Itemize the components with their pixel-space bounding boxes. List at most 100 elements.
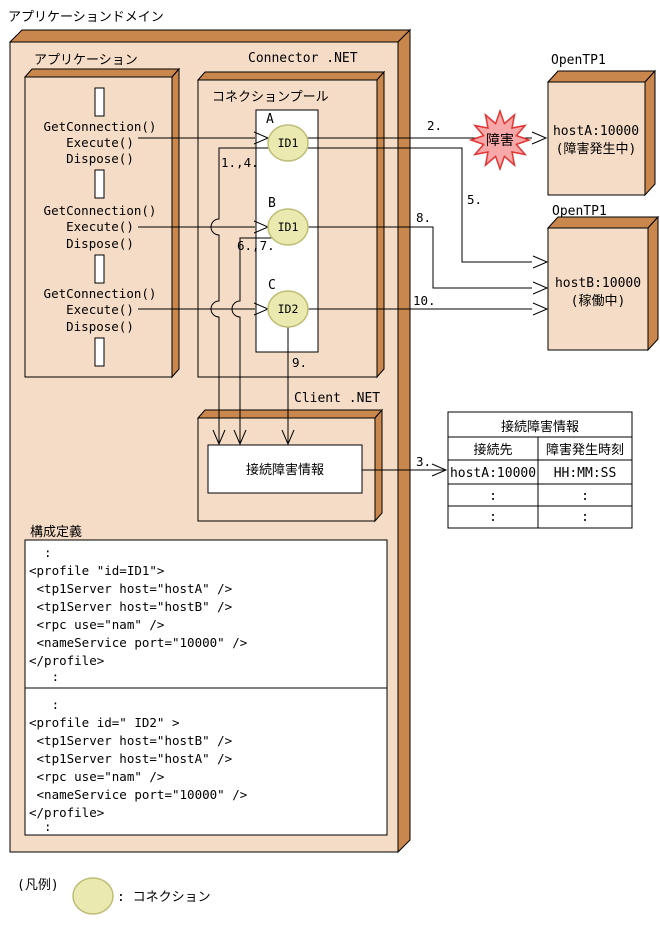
svg-text::: : bbox=[29, 819, 52, 834]
col-failure-time: 障害発生時刻 bbox=[546, 442, 624, 458]
arrowhead-hostb-mid bbox=[532, 281, 549, 295]
opentp1-hosta-box: OpenTP1 hostA:10000 (障害発生中) bbox=[546, 53, 657, 197]
failure-info-box: 接続障害情報 bbox=[207, 444, 363, 494]
svg-text:<tp1Server host="hostB" />: <tp1Server host="hostB" /> bbox=[29, 599, 232, 614]
svg-text:<profile "id=ID1">: <profile "id=ID1"> bbox=[29, 563, 164, 578]
cell-ellipsis: : bbox=[489, 510, 497, 525]
flow-bar bbox=[94, 254, 105, 284]
svg-text:<nameService port="10000" />: <nameService port="10000" /> bbox=[29, 635, 247, 650]
arrowhead-into-hosta bbox=[531, 131, 548, 145]
call-dispose-3: Dispose() bbox=[66, 319, 134, 334]
config-definition: 構成定義 : <profile "id=ID1"> <tp1Server hos… bbox=[24, 524, 388, 836]
step-labels: 1.,4. 6.,7. 9. 2. 5. 8. 10. 3. bbox=[221, 118, 482, 469]
svg-text:<nameService port="10000" />: <nameService port="10000" /> bbox=[29, 787, 247, 802]
hostb-status: (稼働中) bbox=[571, 294, 626, 309]
cell-ellipsis: : bbox=[581, 510, 589, 525]
hosta-status: (障害発生中) bbox=[556, 141, 637, 157]
call-dispose-1: Dispose() bbox=[66, 151, 134, 166]
config-profile2: : <profile id=" ID2" > <tp1Server host="… bbox=[29, 697, 247, 834]
burst-label: 障害 bbox=[486, 133, 514, 149]
line-a-to-hostb bbox=[288, 147, 532, 263]
svg-text::: : bbox=[29, 697, 59, 712]
line-a-to-failureinfo bbox=[210, 147, 288, 444]
svg-text:<profile id=" ID2" >: <profile id=" ID2" > bbox=[29, 715, 180, 730]
pool-connections: A ID1 B ID1 C ID2 bbox=[266, 112, 309, 328]
connection-b-id: ID1 bbox=[278, 220, 299, 234]
flow-bar bbox=[94, 87, 105, 117]
hostb-address: hostB:10000 bbox=[555, 276, 641, 291]
flow-bar bbox=[94, 337, 105, 367]
arrowhead-hostb-top bbox=[532, 255, 549, 269]
burst-star-icon bbox=[468, 108, 532, 172]
slot-a-label: A bbox=[266, 112, 274, 127]
step-9: 9. bbox=[292, 355, 307, 370]
step-10: 10. bbox=[413, 293, 436, 308]
arrowhead-hostb-bottom bbox=[532, 302, 549, 316]
svg-text:<tp1Server host="hostB" />: <tp1Server host="hostB" /> bbox=[29, 733, 232, 748]
call-execute-3: Execute() bbox=[66, 302, 134, 317]
flow-bar bbox=[94, 169, 105, 199]
legend-connection-label: : コネクション bbox=[117, 890, 211, 905]
application-box: アプリケーション bbox=[23, 53, 181, 379]
application-label: アプリケーション bbox=[34, 53, 138, 68]
svg-text:<tp1Server host="hostA" />: <tp1Server host="hostA" /> bbox=[29, 581, 232, 596]
slot-c-label: C bbox=[268, 278, 276, 293]
arrowhead-down-1 bbox=[212, 429, 226, 446]
call-getconnection-2: GetConnection() bbox=[44, 203, 157, 218]
line-b-to-hostb bbox=[288, 226, 532, 289]
cell-ellipsis: : bbox=[489, 489, 497, 504]
call-dispose-2: Dispose() bbox=[66, 236, 134, 251]
opentp1-hostb-box: OpenTP1 hostB:10000 (稼働中) bbox=[546, 204, 660, 352]
step-6-7: 6.,7. bbox=[237, 238, 275, 253]
svg-text:<rpc use="nam" />: <rpc use="nam" /> bbox=[29, 617, 164, 632]
slot-b-label: B bbox=[268, 196, 276, 211]
step-3: 3. bbox=[416, 454, 431, 469]
connection-a-id: ID1 bbox=[278, 136, 299, 150]
svg-text:<rpc use="nam" />: <rpc use="nam" /> bbox=[29, 769, 164, 784]
legend-caption: (凡例) bbox=[17, 878, 59, 893]
failure-table: 接続障害情報 接続先 障害発生時刻 hostA:10000 HH:MM:SS :… bbox=[447, 411, 633, 529]
step-2: 2. bbox=[427, 118, 442, 133]
application-calls: GetConnection() Execute() Dispose() GetC… bbox=[44, 87, 157, 367]
cell-ellipsis: : bbox=[581, 489, 589, 504]
config-label: 構成定義 bbox=[30, 524, 82, 540]
hosta-address: hostA:10000 bbox=[553, 124, 639, 139]
call-execute-1: Execute() bbox=[66, 135, 134, 150]
arrowhead-down-3 bbox=[281, 429, 295, 446]
flow-lines bbox=[138, 131, 549, 477]
col-destination: 接続先 bbox=[473, 442, 512, 458]
cell-time: HH:MM:SS bbox=[554, 466, 617, 481]
call-getconnection-1: GetConnection() bbox=[44, 119, 157, 134]
svg-text:</profile>: </profile> bbox=[29, 653, 104, 668]
client-label: Client .NET bbox=[294, 391, 380, 406]
step-5: 5. bbox=[467, 192, 482, 207]
legend: (凡例) : コネクション bbox=[17, 877, 211, 915]
step-8: 8. bbox=[416, 210, 431, 225]
connection-b-circle bbox=[267, 208, 309, 246]
arrowhead-into-table bbox=[431, 463, 448, 477]
cell-host: hostA:10000 bbox=[450, 466, 536, 481]
pool-label: コネクションプール bbox=[212, 90, 329, 105]
svg-text:</profile>: </profile> bbox=[29, 805, 104, 820]
connection-a-circle bbox=[267, 124, 309, 162]
diagram-title: アプリケーションドメイン bbox=[8, 10, 164, 25]
connection-c-id: ID2 bbox=[278, 302, 299, 316]
failure-table-title: 接続障害情報 bbox=[501, 419, 579, 435]
legend-connection-icon bbox=[72, 877, 114, 915]
svg-text:<tp1Server host="hostA" />: <tp1Server host="hostA" /> bbox=[29, 751, 232, 766]
failure-burst: 障害 bbox=[468, 108, 532, 172]
line-b-to-failureinfo bbox=[231, 237, 288, 444]
arrowhead-down-2 bbox=[233, 429, 247, 446]
config-profile1: : <profile "id=ID1"> <tp1Server host="ho… bbox=[29, 545, 247, 684]
svg-text::: : bbox=[29, 545, 52, 560]
opentp1-a-label: OpenTP1 bbox=[551, 53, 606, 68]
step-1-4: 1.,4. bbox=[221, 155, 259, 170]
connector-label: Connector .NET bbox=[248, 51, 358, 66]
svg-text::: : bbox=[29, 669, 59, 684]
call-execute-2: Execute() bbox=[66, 219, 134, 234]
opentp1-b-label: OpenTP1 bbox=[552, 204, 607, 219]
connection-c-circle bbox=[267, 290, 309, 328]
failure-info-label: 接続障害情報 bbox=[246, 462, 324, 478]
